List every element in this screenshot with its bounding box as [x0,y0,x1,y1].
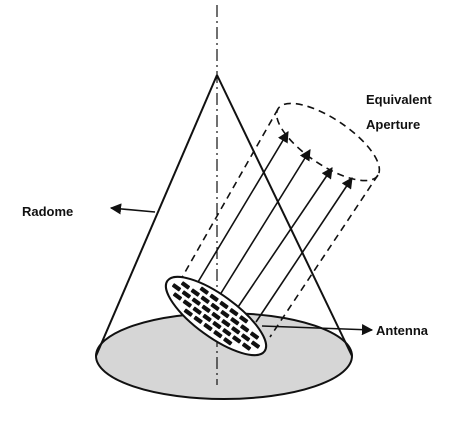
radiating-element [193,315,203,324]
radiating-element [223,337,233,346]
radiating-element [219,300,229,310]
radiating-element [211,311,221,321]
radiating-element [180,281,191,290]
radiating-element [181,290,191,299]
radiating-element [202,313,212,322]
radiating-element [190,288,200,297]
radiating-element [249,331,260,340]
equivalent-aperture [171,102,381,338]
radiation-arrow [235,167,333,311]
radiating-element [240,324,250,333]
radiating-element [182,299,192,308]
radiating-element [192,306,202,315]
radiating-element [201,304,211,313]
radiating-element [172,292,183,301]
radiating-element [241,342,252,351]
radome-pointer-arrow [109,203,156,215]
radome-right-edge [216,74,353,357]
radiation-arrow [197,131,289,283]
antenna-pointer-arrow [261,324,374,336]
aperture-left-edge [171,108,279,296]
radiation-arrow [217,149,311,299]
radiation-arrow [255,177,353,323]
radiating-element [221,319,231,328]
radiating-element [229,308,239,317]
aperture-right-edge [269,174,379,338]
radiating-element [232,335,242,344]
radiating-element [230,317,240,326]
radiating-element [231,326,241,335]
antenna-label: Antenna [376,323,429,338]
equivalent-aperture-label-line2: Aperture [366,117,420,132]
radiation-arrows [197,131,353,323]
radiating-element [191,297,201,306]
radiating-element [210,302,220,311]
radome-left-edge [95,74,218,357]
radiating-element [220,310,230,319]
radiating-element [171,283,182,292]
radiating-element [203,322,213,332]
radiating-element [241,333,251,342]
radiating-element [222,328,232,337]
radiating-element [199,286,209,295]
equivalent-aperture-label-line1: Equivalent [366,92,432,107]
radiating-element [200,295,210,304]
radiating-element [213,330,223,339]
antenna-array [164,275,268,357]
radiating-element [212,321,222,330]
radiating-element [239,315,249,324]
radiating-element [209,293,219,302]
radiating-element [183,308,193,317]
antenna-elements [171,281,261,351]
radiating-element [250,340,261,349]
radome-label: Radome [22,204,73,219]
